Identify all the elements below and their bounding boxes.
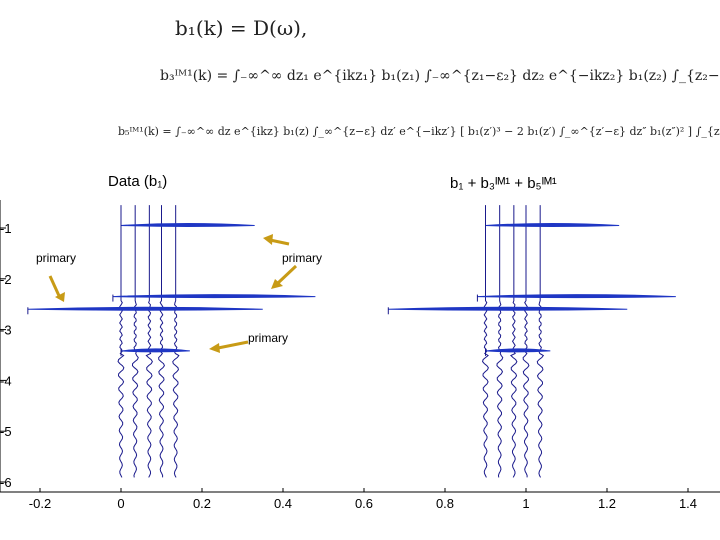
y-tick-label-2: -3 [0,323,12,338]
trace-right-0 [481,205,489,478]
x-tick-label-0: -0.2 [29,496,51,511]
annotation-primary-2: primary [282,251,322,265]
trace-right-1 [496,205,504,478]
event-group [27,222,676,356]
y-tick-label-1: -2 [0,272,12,287]
x-tick-label-5: 0.8 [436,496,454,511]
equation-3: b₅ᴵᴹ¹(k) = ∫₋∞^∞ dz e^{ikz} b₁(z) ∫_∞^{z… [118,125,720,138]
trace-left-4 [172,205,180,478]
event-left-0 [120,222,255,227]
trace-right-3 [522,205,530,478]
x-tick-label-3: 0.4 [274,496,292,511]
event-left-2 [27,306,263,311]
trace-left-2 [145,205,153,478]
trace-right-4 [536,205,545,478]
panel-title-left: Data (b₁) [108,173,167,190]
annotation-primary-1: primary [36,251,76,265]
arrow-2-head [263,234,273,245]
x-tick-label-2: 0.2 [193,496,211,511]
equation-2: b₃ᴵᴹ¹(k) = ∫₋∞^∞ dz₁ e^{ikz₁} b₁(z₁) ∫₋∞… [160,68,720,84]
trace-right-2 [510,205,518,478]
equation-1: b₁(k) = D(ω), [175,16,307,40]
trace-left-3 [158,205,165,478]
arrow-1 [48,275,62,299]
annotation-group: primary primary primary [36,234,322,353]
y-tick-label-0: -1 [0,221,12,236]
y-tick-label-4: -5 [0,424,12,439]
event-right-1 [477,294,676,299]
x-tick-label-1: 0 [117,496,124,511]
arrow-3 [276,264,298,285]
arrow-1-head [55,292,65,302]
x-tick-label-7: 1.2 [598,496,616,511]
arrow-2 [269,238,290,246]
event-left-1 [112,294,316,299]
arrow-3-head [271,279,283,289]
x-axis: -0.2 0 0.2 0.4 0.6 0.8 1 1.2 1.4 [0,488,720,511]
event-right-0 [485,222,620,227]
y-axis: -1 -2 -3 -4 -5 -6 [0,200,12,492]
x-tick-label-6: 1 [522,496,529,511]
trace-left-1 [131,205,139,478]
y-tick-label-5: -6 [0,475,12,490]
event-right-3 [485,348,551,353]
trace-left-0 [117,205,125,478]
annotation-primary-3: primary [248,331,288,345]
x-tick-label-4: 0.6 [355,496,373,511]
arrow-4 [217,340,249,350]
event-right-2 [388,306,628,311]
arrow-4-head [209,343,220,353]
panel-title-right: b₁ + b₃ᴵᴹ¹ + b₅ᴵᴹ¹ [450,175,557,192]
equations-panel: b₁(k) = D(ω), b₃ᴵᴹ¹(k) = ∫₋∞^∞ dz₁ e^{ik… [118,16,720,138]
trace-group [117,205,545,478]
y-tick-label-3: -4 [0,373,12,388]
event-left-3 [120,348,190,353]
x-tick-label-8: 1.4 [679,496,697,511]
